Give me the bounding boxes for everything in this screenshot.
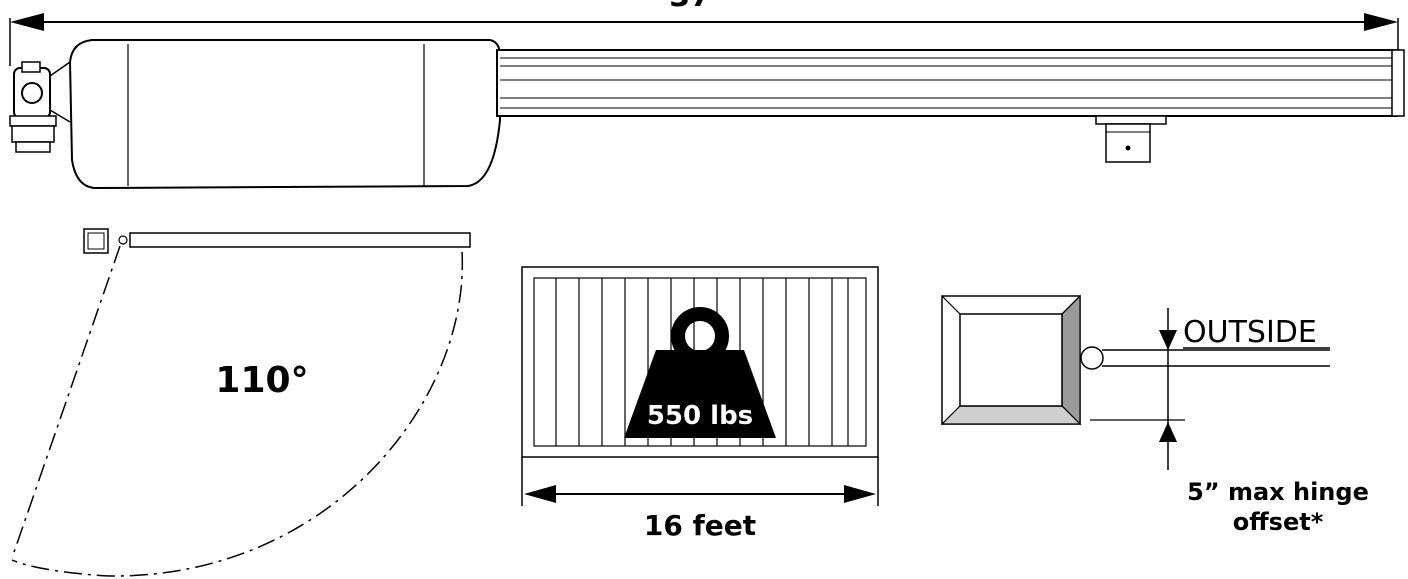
- swing-arc: [11, 251, 464, 577]
- hinge-offset-illustration: OUTSIDE 5” max hinge offset*: [940, 294, 1369, 536]
- swing-angle-label: 110°: [215, 360, 308, 401]
- swing-angle-illustration: 110°: [11, 228, 471, 577]
- hinge-offset-label-line2: offset*: [1233, 508, 1324, 536]
- outside-label: OUTSIDE: [1183, 315, 1317, 350]
- weight-icon: [624, 307, 776, 438]
- gate-width-label: 16 feet: [644, 509, 756, 542]
- motor-housing: [68, 39, 501, 190]
- hinge-pivot: [118, 235, 128, 245]
- hinge-icon: [1080, 346, 1104, 370]
- hinge-offset-label-line1: 5” max hinge: [1187, 478, 1369, 506]
- tube-end-cap: [1391, 49, 1405, 117]
- open-gate-position-line: [11, 245, 121, 559]
- gate-opener-actuator: [9, 39, 1405, 190]
- overall-length-dimension: 37”: [9, 0, 1399, 66]
- width-arrow-left: [524, 485, 556, 503]
- length-arrow-left: [10, 13, 44, 31]
- gate-post: [940, 294, 1082, 426]
- width-arrow-right: [844, 485, 876, 503]
- front-gate-bracket: [1095, 115, 1167, 163]
- gate-weight-illustration: 550 lbs 16 feet: [521, 266, 879, 542]
- offset-arrow-top: [1159, 330, 1177, 350]
- length-arrow-right: [1364, 13, 1398, 31]
- rear-pivot-bracket: [9, 61, 71, 153]
- weight-label: 550 lbs: [647, 401, 753, 431]
- offset-arrow-bottom: [1159, 422, 1177, 442]
- overall-length-label: 37”: [669, 0, 730, 14]
- extension-tube: [496, 49, 1405, 117]
- closed-gate-leaf: [129, 232, 471, 248]
